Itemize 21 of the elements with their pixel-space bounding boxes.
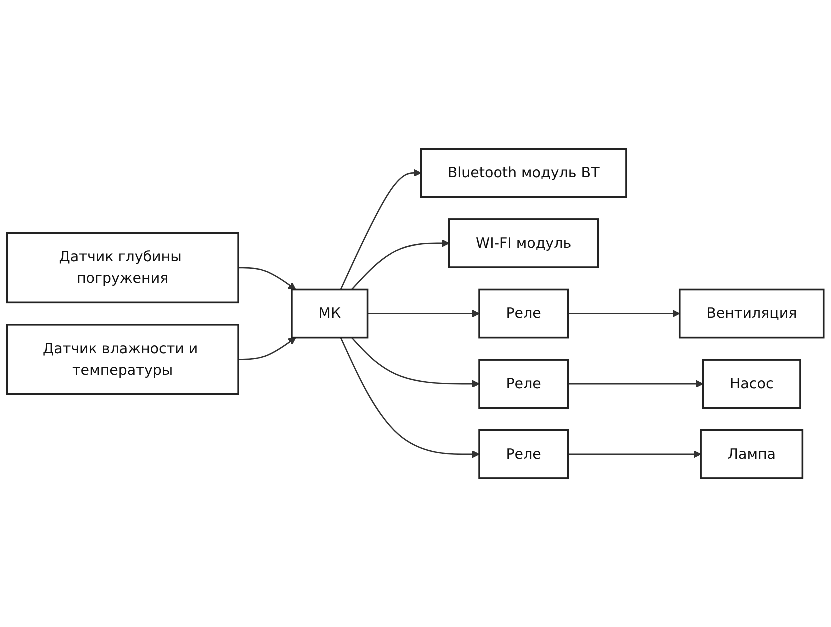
- node-box: Датчик глубины погружения: [6, 232, 240, 304]
- node-box: WI-FI модуль: [448, 218, 600, 268]
- arrow: [568, 380, 704, 388]
- node-box: Реле: [478, 429, 570, 480]
- node-box: Bluetooth модуль BT: [420, 148, 628, 198]
- arrow: [568, 310, 680, 318]
- arrow: [351, 337, 480, 388]
- arrow: [238, 337, 296, 360]
- node-box: Реле: [478, 288, 570, 338]
- node-box: МК: [291, 288, 369, 338]
- arrow: [340, 168, 422, 290]
- node-box: Вентиляция: [679, 288, 825, 338]
- node-box: Датчик влажности и температуры: [6, 324, 240, 395]
- arrow: [351, 239, 450, 290]
- node-box: Лампа: [700, 429, 804, 480]
- node-box: Реле: [478, 358, 570, 409]
- arrow: [238, 266, 296, 290]
- node-box: Насос: [702, 358, 802, 409]
- arrow: [568, 450, 702, 458]
- arrow: [368, 310, 480, 318]
- arrow: [340, 337, 480, 458]
